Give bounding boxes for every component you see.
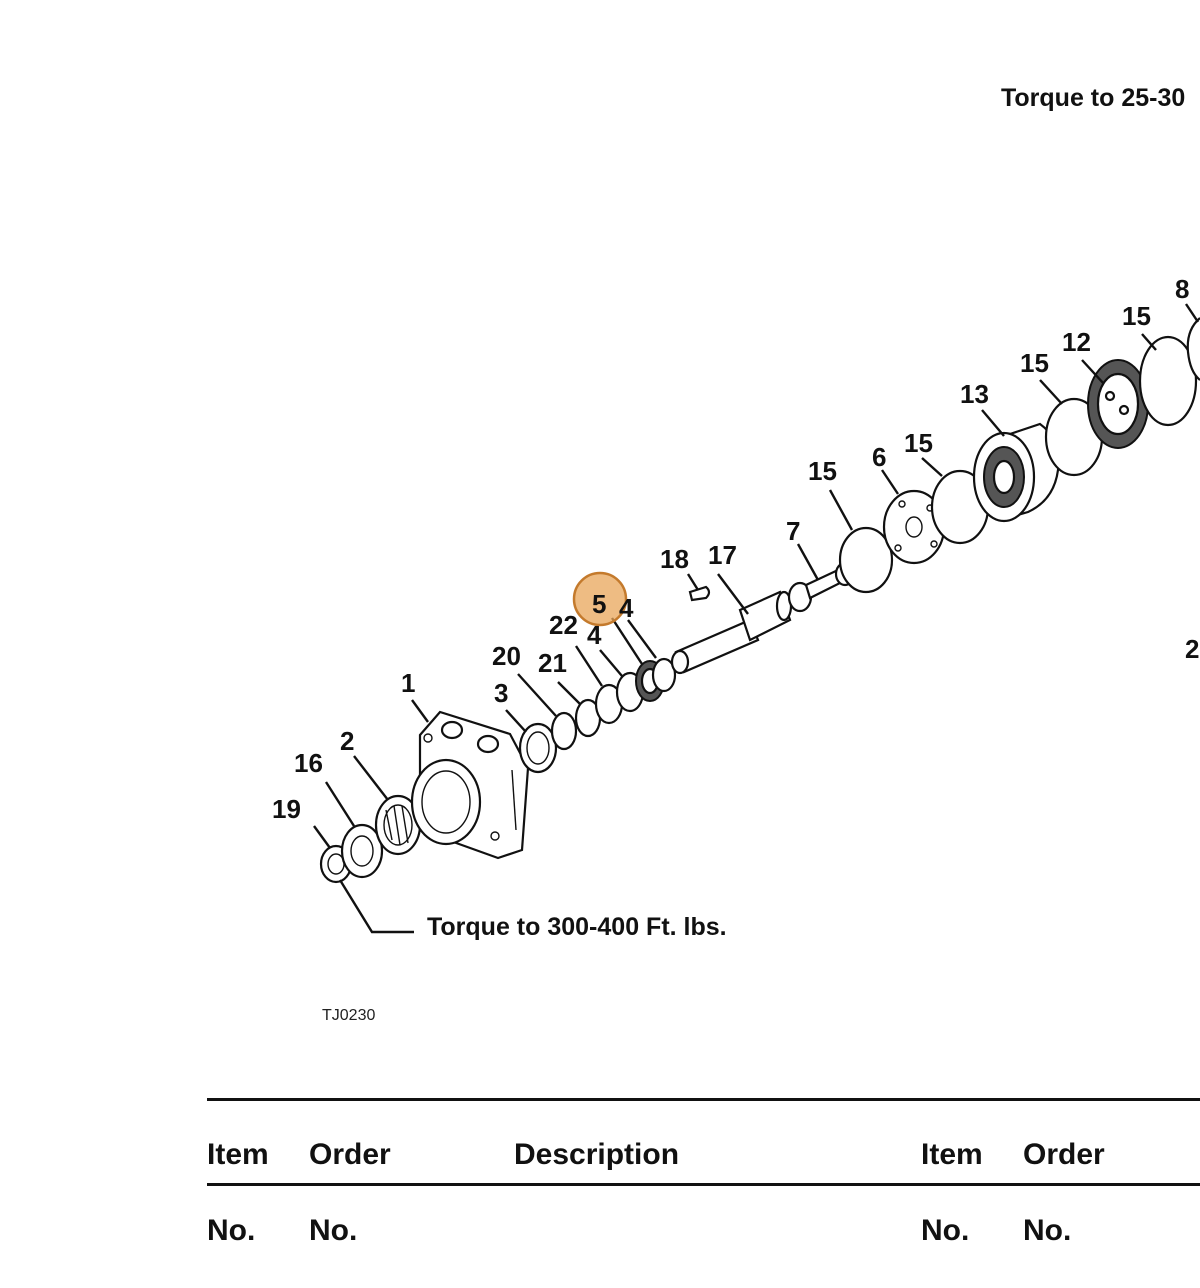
part-3-needle-bearing bbox=[518, 722, 558, 774]
part-15-oring-d bbox=[1138, 335, 1198, 427]
part-12-plate bbox=[1087, 359, 1149, 449]
part-1-housing bbox=[410, 710, 530, 860]
part-2-bearing bbox=[374, 794, 422, 856]
part-18-key bbox=[688, 585, 711, 602]
part-13-gerotor bbox=[972, 422, 1060, 523]
callout-3: 3 bbox=[494, 678, 508, 708]
table-rule-bottom bbox=[207, 1183, 1200, 1186]
part-15-oring-a bbox=[838, 526, 894, 594]
callout-18: 18 bbox=[660, 544, 689, 574]
header-description: Description bbox=[514, 1138, 680, 1171]
callout-6: 6 bbox=[872, 442, 886, 472]
header-order-no-2: Order No. bbox=[1023, 1138, 1105, 1247]
callout-16: 16 bbox=[294, 748, 323, 778]
callout-15d: 15 bbox=[1122, 301, 1151, 331]
callout-15a: 15 bbox=[808, 456, 837, 486]
torque-note-top: Torque to 25-30 bbox=[1001, 84, 1185, 112]
callout-4a: 4 bbox=[587, 620, 602, 650]
callout-22: 22 bbox=[549, 610, 578, 640]
header-item-no: Item No. bbox=[207, 1138, 269, 1247]
callout-7: 7 bbox=[786, 516, 800, 546]
leader-lines bbox=[313, 303, 1199, 934]
callout-2: 2 bbox=[340, 726, 354, 756]
callout-13: 13 bbox=[960, 379, 989, 409]
callout-8: 8 bbox=[1175, 274, 1189, 304]
header-order-no: Order No. bbox=[309, 1138, 391, 1247]
table-rule-top bbox=[207, 1098, 1200, 1101]
callout-1: 1 bbox=[401, 668, 415, 698]
callout-19: 19 bbox=[272, 794, 301, 824]
figure-id: TJ0230 bbox=[322, 1007, 375, 1024]
parts-table-header: Item No. Order No. Description Item No. … bbox=[0, 1090, 1200, 1247]
part-20-ring bbox=[550, 711, 578, 751]
callout-4b: 4 bbox=[619, 593, 634, 623]
callout-20: 20 bbox=[492, 641, 521, 671]
callout-15c: 15 bbox=[1020, 348, 1049, 378]
part-4-ring-b bbox=[651, 657, 677, 693]
callout-5: 5 bbox=[592, 589, 606, 619]
callout-2-right: 2 bbox=[1185, 634, 1199, 664]
callout-12: 12 bbox=[1062, 327, 1091, 357]
torque-note-bottom: Torque to 300-400 Ft. lbs. bbox=[427, 913, 727, 941]
part-8-cap bbox=[1186, 317, 1200, 381]
header-item-no-2: Item No. bbox=[921, 1138, 983, 1247]
callout-17: 17 bbox=[708, 540, 737, 570]
callout-21: 21 bbox=[538, 648, 567, 678]
highlight-marker[interactable] bbox=[572, 571, 628, 627]
exploded-parts-diagram: Torque to 25-30 bbox=[272, 84, 1200, 1024]
part-16-washer bbox=[340, 823, 384, 879]
part-17-shaft bbox=[670, 590, 793, 675]
callout-15b: 15 bbox=[904, 428, 933, 458]
